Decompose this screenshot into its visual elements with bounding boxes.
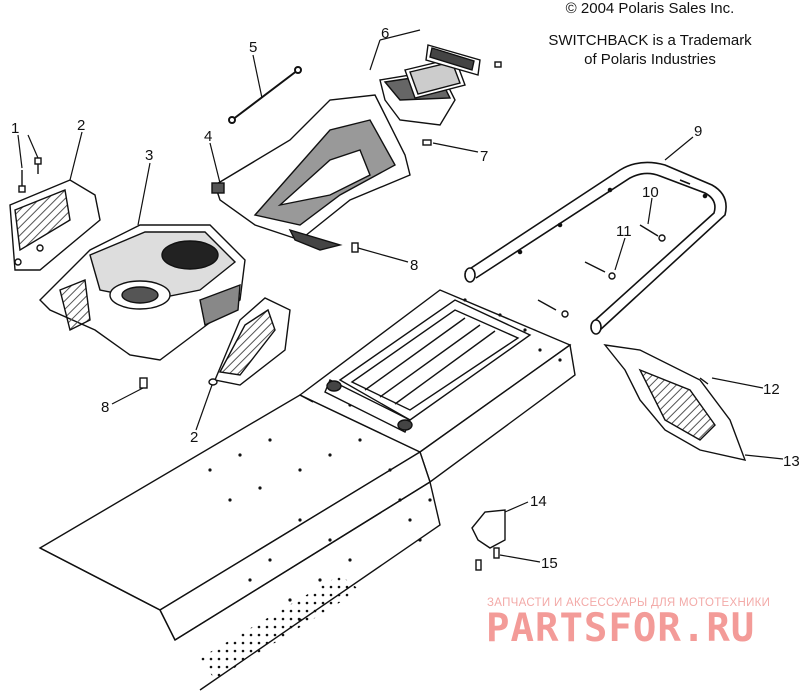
trademark-line-2: of Polaris Industries	[584, 51, 716, 68]
rear-grab-bar	[464, 161, 727, 335]
snow-flap	[603, 344, 747, 461]
taillight-assembly	[379, 44, 481, 126]
watermark-subtitle: ЗАПЧАСТИ И АКСЕССУАРЫ ДЛЯ МОТОТЕХНИКИ	[487, 597, 771, 609]
callout-5: 5	[249, 39, 257, 56]
callout-labels: 1 2 3 4 5 6 7 8 9 10 11 12 13 2 8 14 15	[11, 25, 800, 572]
gas-strut	[228, 66, 302, 124]
callout-13: 13	[783, 453, 800, 470]
callout-8-bottom: 8	[101, 399, 109, 416]
callout-10: 10	[642, 184, 659, 201]
callout-6: 6	[381, 25, 389, 42]
tunnel-frame	[38, 289, 576, 691]
callout-2-bottom: 2	[190, 429, 198, 446]
callout-15: 15	[541, 555, 558, 572]
leader-lines	[17, 29, 784, 563]
callout-2-top: 2	[77, 117, 85, 134]
fasteners	[139, 61, 709, 389]
bracket	[471, 509, 506, 571]
seat-base	[39, 224, 246, 361]
side-panel-right	[208, 297, 291, 386]
callout-7: 7	[480, 148, 488, 165]
callout-4: 4	[204, 128, 212, 145]
watermark-logo: PARTSFOR.RU	[486, 606, 756, 651]
copyright-notice: © 2004 Polaris Sales Inc.	[565, 0, 735, 17]
callout-11: 11	[616, 223, 632, 240]
callout-14: 14	[530, 493, 547, 510]
callout-3: 3	[145, 147, 153, 164]
side-panel-left	[9, 179, 101, 271]
callout-1: 1	[11, 120, 19, 137]
rear-tail-body	[211, 94, 411, 251]
screws	[18, 157, 42, 193]
callout-9: 9	[694, 123, 702, 140]
callout-8-top: 8	[410, 257, 418, 274]
callout-12: 12	[763, 381, 780, 398]
trademark-line-1: SWITCHBACK is a Trademark	[548, 32, 752, 49]
